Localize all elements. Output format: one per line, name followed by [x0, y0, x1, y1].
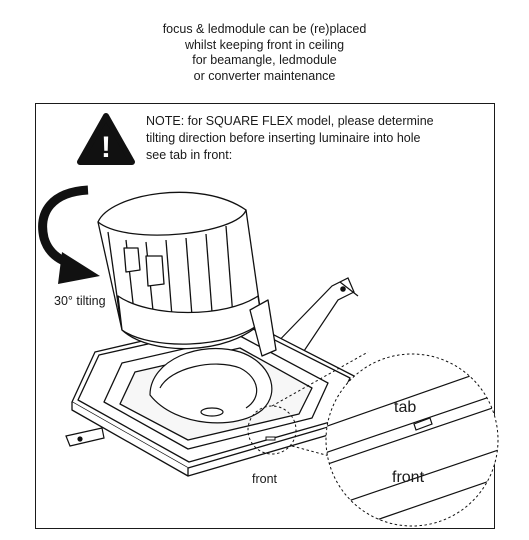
left-spring-bracket — [65, 427, 105, 447]
note-text: NOTE: for SQUARE FLEX model, please dete… — [146, 113, 434, 164]
detail-circle-zoom — [325, 353, 499, 527]
tab-small — [265, 436, 276, 441]
led-module — [149, 347, 273, 424]
tilting-label: 30° tilting — [54, 294, 106, 308]
header-line-2: whilst keeping front in ceiling — [184, 37, 345, 52]
front-label-small: front — [252, 472, 278, 486]
tilt-arrow-icon — [38, 185, 100, 284]
warning-exclamation: ! — [101, 131, 111, 164]
front-label-zoom: front — [392, 469, 425, 486]
header-line-4: or converter maintenance — [193, 68, 336, 83]
header-text: focus & ledmodule can be (re)placed whil… — [0, 22, 529, 84]
tab-zoom — [413, 417, 433, 431]
header-line-1: focus & ledmodule can be (re)placed — [162, 22, 367, 36]
note-line-2: tilting direction before inserting lumin… — [146, 131, 421, 145]
header-line-3: for beamangle, ledmodule — [192, 53, 337, 67]
tab-label-zoom: tab — [394, 399, 417, 416]
note-line-3: see tab in front: — [146, 148, 233, 162]
heatsink-cylinder — [97, 191, 277, 357]
note-line-1: NOTE: for SQUARE FLEX model, please dete… — [146, 114, 434, 128]
warning-triangle-icon: ! — [77, 113, 135, 165]
diagram-frame — [35, 103, 495, 529]
